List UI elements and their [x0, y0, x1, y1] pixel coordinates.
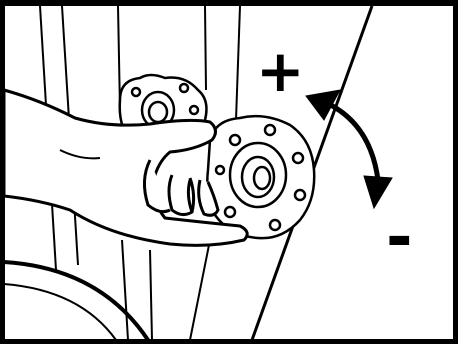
minus-label: -: [386, 206, 413, 270]
top-edge: [0, 0, 458, 6]
main-knob: [207, 116, 314, 238]
plus-label: +: [256, 42, 305, 100]
